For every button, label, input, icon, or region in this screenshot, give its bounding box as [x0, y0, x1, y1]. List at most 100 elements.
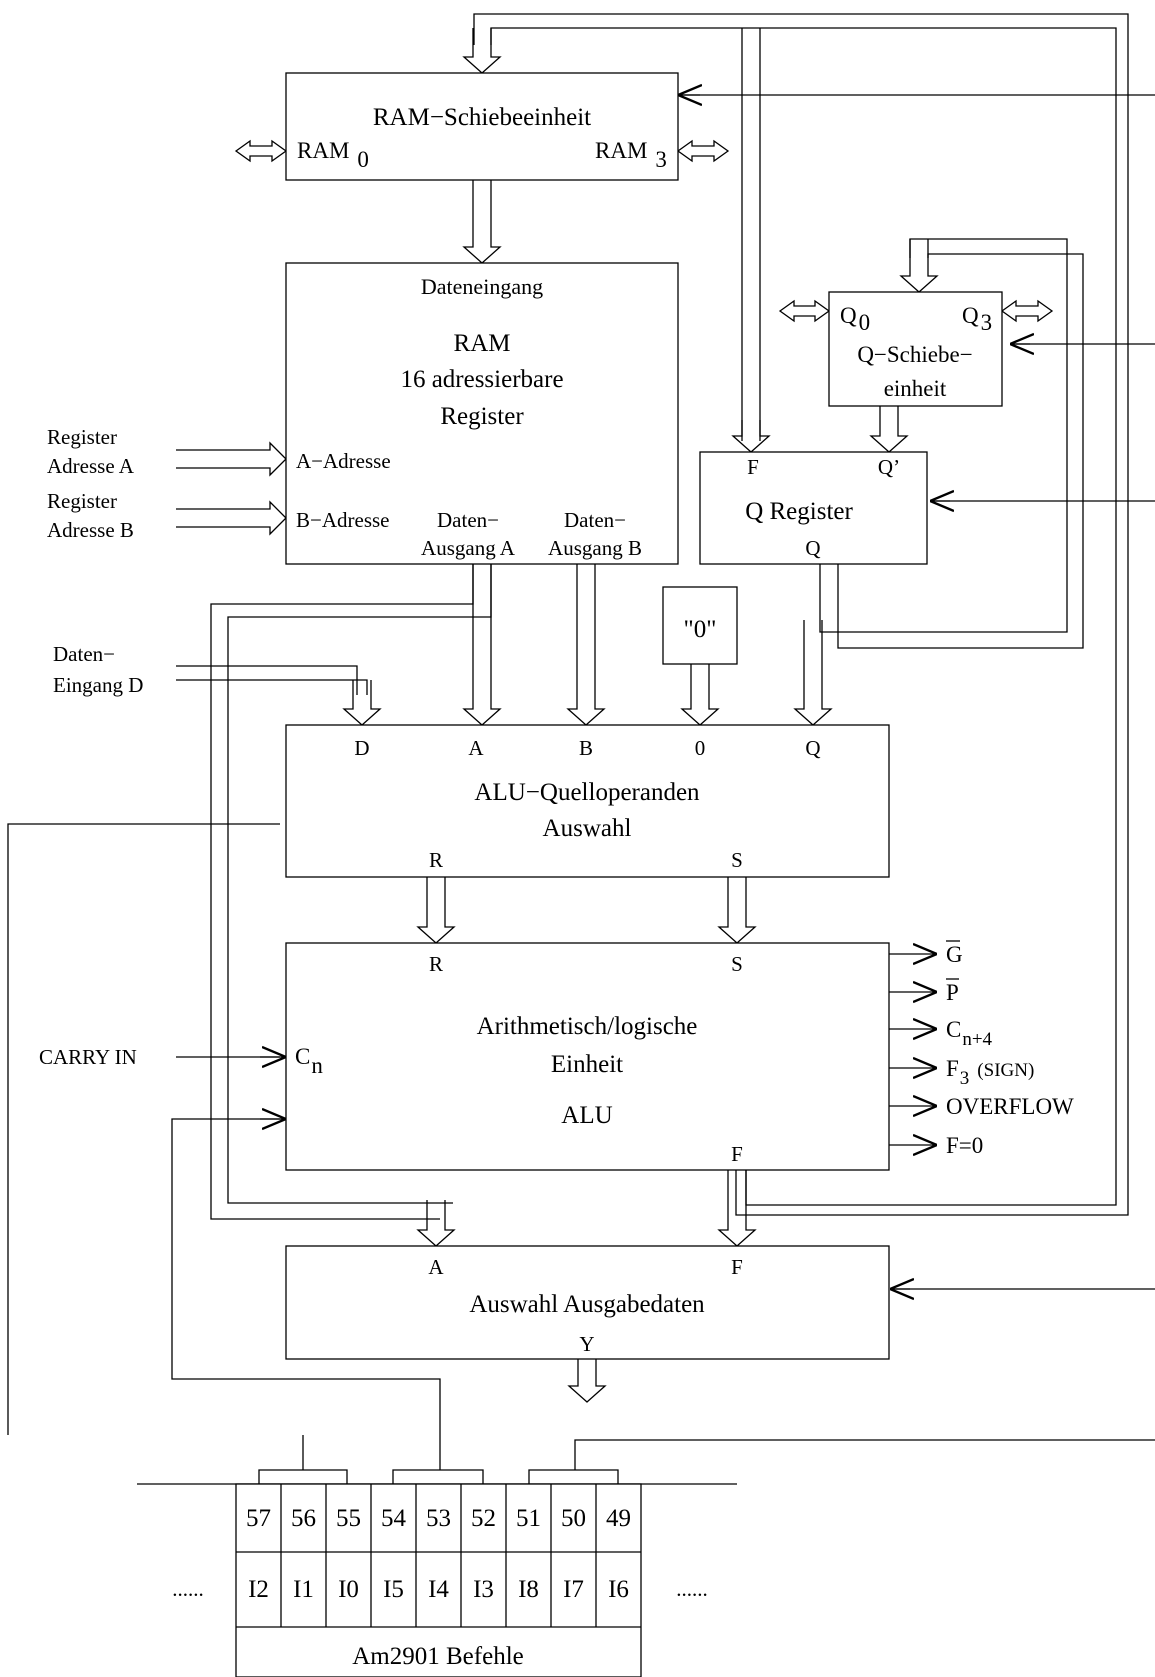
flag-p-label: P: [946, 980, 959, 1005]
reg-a-label1: Register: [47, 425, 117, 449]
q-register-q-label: Q: [805, 536, 820, 560]
carry-in-label: CARRY IN: [39, 1045, 137, 1069]
b-address-label: B−Adresse: [296, 508, 390, 532]
bus-arrow-b-into-source: [566, 564, 606, 726]
alu-title2: Einheit: [551, 1051, 623, 1078]
q-shift-title1: Q−Schiebe−: [857, 342, 972, 367]
instruction-bit-53: 53: [426, 1505, 451, 1532]
bus-arrow-d-into-source: [342, 680, 382, 726]
f-to-qreg-bus: [741, 28, 761, 441]
instruction-field-i5: I5: [383, 1576, 404, 1603]
out-b-label2: Ausgang B: [548, 536, 642, 560]
data-d-line: [176, 665, 368, 695]
source-zero-label: 0: [695, 736, 706, 760]
bus-arrow-y-output: [567, 1359, 607, 1403]
flag-cn4-label: Cn+4: [946, 1017, 993, 1050]
instruction-field-i1: I1: [293, 1576, 314, 1603]
bus-arrow-reg-b-address: [176, 500, 287, 536]
data-d-label2: Eingang D: [53, 673, 143, 697]
flag-overflow-label: OVERFLOW: [946, 1094, 1074, 1119]
group-bracket-alu-source: [258, 1469, 348, 1484]
alu-r-label: R: [429, 952, 443, 976]
ram-shift-title: RAM−Schiebeeinheit: [373, 104, 591, 131]
bus-arrow-q3-shift: [1000, 299, 1054, 323]
data-in-label: Dateneingang: [421, 274, 543, 299]
q0-label: Q0: [840, 303, 870, 335]
bus-arrow-q0-shift: [778, 299, 831, 323]
external-labels: Register Adresse A Register Adresse B Da…: [39, 425, 143, 1069]
bus-arrow-reg-a-address: [176, 441, 287, 477]
out-b-label1: Daten−: [564, 508, 626, 532]
instruction-field-i2: I2: [248, 1576, 269, 1603]
alu-block: R S Cn Arithmetisch/logische Einheit ALU…: [285, 942, 890, 1171]
q-register-title: Q Register: [745, 498, 853, 525]
alu-source-title1: ALU−Quelloperanden: [474, 779, 700, 806]
bus-arrow-shift-to-ram: [462, 180, 502, 264]
flag-fzero-label: F=0: [946, 1133, 983, 1158]
flag-g-label: G: [946, 942, 963, 967]
ctrl-destination: [574, 1439, 1155, 1466]
source-r-out-label: R: [429, 848, 443, 872]
bus-arrow-f-into-output: [717, 1170, 757, 1247]
bus-arrow-zero-into-source: [680, 664, 720, 726]
dots-right: ......: [676, 1577, 708, 1601]
bus-arrow-a-into-source: [462, 564, 502, 726]
alu-title1: Arithmetisch/logische: [477, 1013, 698, 1040]
instruction-field-i3: I3: [473, 1576, 494, 1603]
output-f-label: F: [731, 1255, 743, 1279]
source-b-label: B: [579, 736, 593, 760]
q-register-f-label: F: [747, 455, 759, 479]
zero-constant: "0": [662, 586, 738, 665]
ram-title: RAM: [454, 330, 511, 357]
output-a-label: A: [428, 1255, 444, 1279]
reg-a-label2: Adresse A: [47, 454, 135, 478]
ctrl-alu-source: [7, 823, 280, 1435]
alu-flags: G P Cn+4 F3(SIGN) OVERFLOW F=0: [946, 940, 1074, 1158]
ram-subtitle: 16 adressierbare: [400, 366, 563, 393]
source-s-out-label: S: [731, 848, 743, 872]
output-y-label: Y: [579, 1332, 594, 1356]
hollow-bus-arrows: [176, 28, 1054, 1403]
output-select: A F Auswahl Ausgabedaten Y: [285, 1245, 890, 1360]
alu-source-select: D A B 0 Q ALU−Quelloperanden Auswahl R S: [285, 724, 890, 878]
q-shift-title2: einheit: [884, 376, 947, 401]
instruction-field-i8: I8: [518, 1576, 539, 1603]
instruction-bit-51: 51: [516, 1505, 541, 1532]
bus-arrow-into-ram-shift: [462, 28, 502, 74]
ram-subtitle2: Register: [440, 403, 524, 430]
q-shift-unit: Q0 Q3 Q−Schiebe− einheit: [828, 291, 1003, 407]
source-q-label: Q: [805, 736, 820, 760]
instruction-field-i7: I7: [563, 1576, 584, 1603]
q-register-qprime-label: Q’: [878, 455, 900, 479]
out-a-label1: Daten−: [437, 508, 499, 532]
instruction-bit-49: 49: [606, 1505, 631, 1532]
feedback-bus-outer: [473, 13, 1129, 1216]
a-address-label: A−Adresse: [296, 449, 391, 473]
alu-source-title2: Auswahl: [543, 815, 632, 842]
reg-b-label1: Register: [47, 489, 117, 513]
instruction-bit-57: 57: [246, 1505, 271, 1532]
bus-arrow-ram3-shift: [676, 139, 730, 163]
group-bracket-destination: [528, 1469, 619, 1484]
q3-label: Q3: [962, 303, 992, 335]
bus-arrow-a-into-output: [416, 1200, 456, 1247]
bus-arrow-f-into-qreg: [731, 420, 771, 453]
bus-arrow-ram0-shift: [234, 139, 288, 163]
group-bracket-alu-function: [392, 1469, 484, 1484]
zero-label: "0": [684, 616, 717, 643]
out-a-label2: Ausgang A: [421, 536, 516, 560]
alu-s-label: S: [731, 952, 743, 976]
reg-b-label2: Adresse B: [47, 518, 134, 542]
instruction-bit-56: 56: [291, 1505, 316, 1532]
alu-title3: ALU: [561, 1102, 612, 1129]
instruction-bit-52: 52: [471, 1505, 496, 1532]
instruction-bit-54: 54: [381, 1505, 407, 1532]
instruction-bit-50: 50: [561, 1505, 586, 1532]
source-d-label: D: [354, 736, 369, 760]
dots-left: ......: [172, 1577, 204, 1601]
